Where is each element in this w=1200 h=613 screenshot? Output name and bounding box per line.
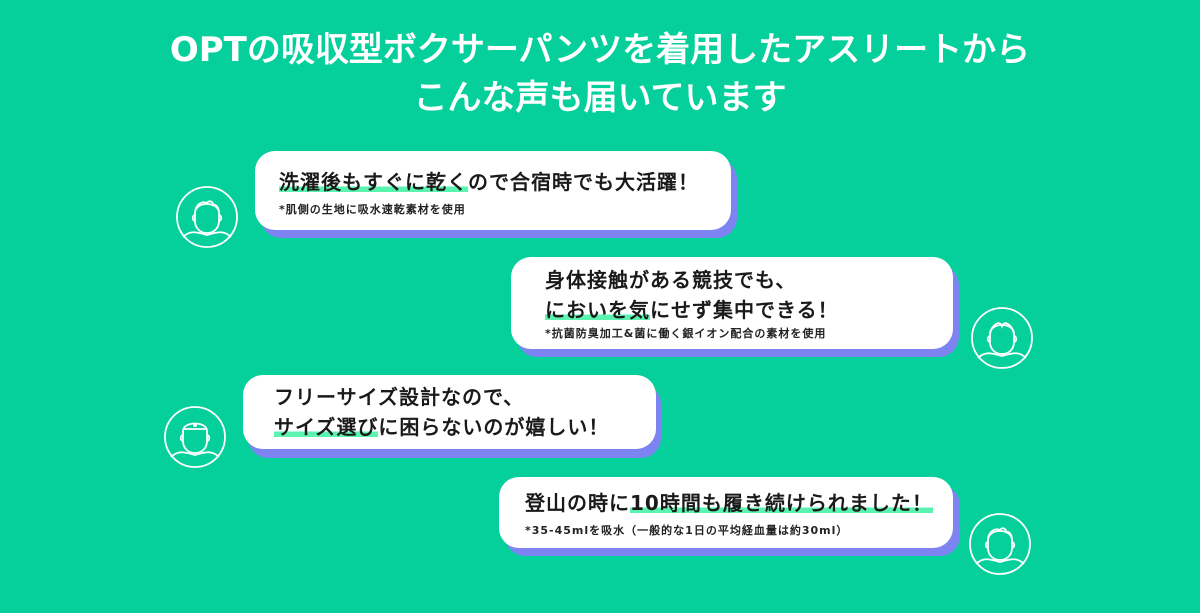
speech-bubble: 身体接触がある競技でも、 においを気にせず集中できる！ *抗菌防臭加工&菌に働く…	[511, 257, 953, 349]
quote-text: にせず集中できる！	[650, 298, 839, 322]
headline-line-1: OPTの吸収型ボクサーパンツを着用したアスリートから	[169, 30, 1031, 70]
headline-line-2: こんな声も届いています	[413, 78, 787, 118]
person-avatar-icon	[176, 186, 238, 248]
testimonial-note: *抗菌防臭加工&菌に働く銀イオン配合の素材を使用	[545, 327, 827, 340]
testimonial-quote: 洗濯後もすぐに乾くので合宿時でも大活躍！	[279, 167, 731, 197]
speech-bubble: フリーサイズ設計なので、 サイズ選びに困らないのが嬉しい！	[243, 375, 656, 449]
testimonial-quote: においを気にせず集中できる！	[545, 295, 953, 325]
quote-text: に困らないのが嬉しい！	[378, 415, 610, 439]
quote-highlight: サイズ選び	[274, 415, 379, 439]
quote-text: フリーサイズ設計なので、	[274, 385, 525, 409]
person-with-headlamp-avatar-icon	[164, 406, 226, 468]
quote-text: 身体接触がある競技でも、	[545, 268, 797, 292]
testimonial-quote: 登山の時に10時間も履き続けられました！	[525, 488, 953, 518]
testimonial-quote: フリーサイズ設計なので、	[274, 382, 656, 412]
quote-text: ので合宿時でも大活躍！	[468, 170, 699, 194]
speech-bubble: 登山の時に10時間も履き続けられました！ *35-45mlを吸水（一般的な1日の…	[499, 477, 953, 548]
quote-highlight: 洗濯後もすぐに乾く	[279, 170, 468, 194]
person-avatar-icon	[971, 307, 1033, 369]
testimonial-quote: 身体接触がある競技でも、	[545, 265, 953, 295]
quote-text: 登山の時に	[525, 491, 630, 515]
testimonial-note: *肌側の生地に吸水速乾素材を使用	[279, 203, 466, 216]
page-headline: OPTの吸収型ボクサーパンツを着用したアスリートから こんな声も届いています	[0, 26, 1200, 122]
testimonial-quote: サイズ選びに困らないのが嬉しい！	[274, 412, 656, 442]
speech-bubble: 洗濯後もすぐに乾くので合宿時でも大活躍！ *肌側の生地に吸水速乾素材を使用	[255, 151, 731, 230]
quote-highlight: 10時間も履き続けられました！	[630, 491, 933, 515]
quote-highlight: においを気	[545, 298, 650, 322]
person-avatar-icon	[969, 513, 1031, 575]
testimonial-note: *35-45mlを吸水（一般的な1日の平均経血量は約30ml）	[525, 524, 849, 537]
